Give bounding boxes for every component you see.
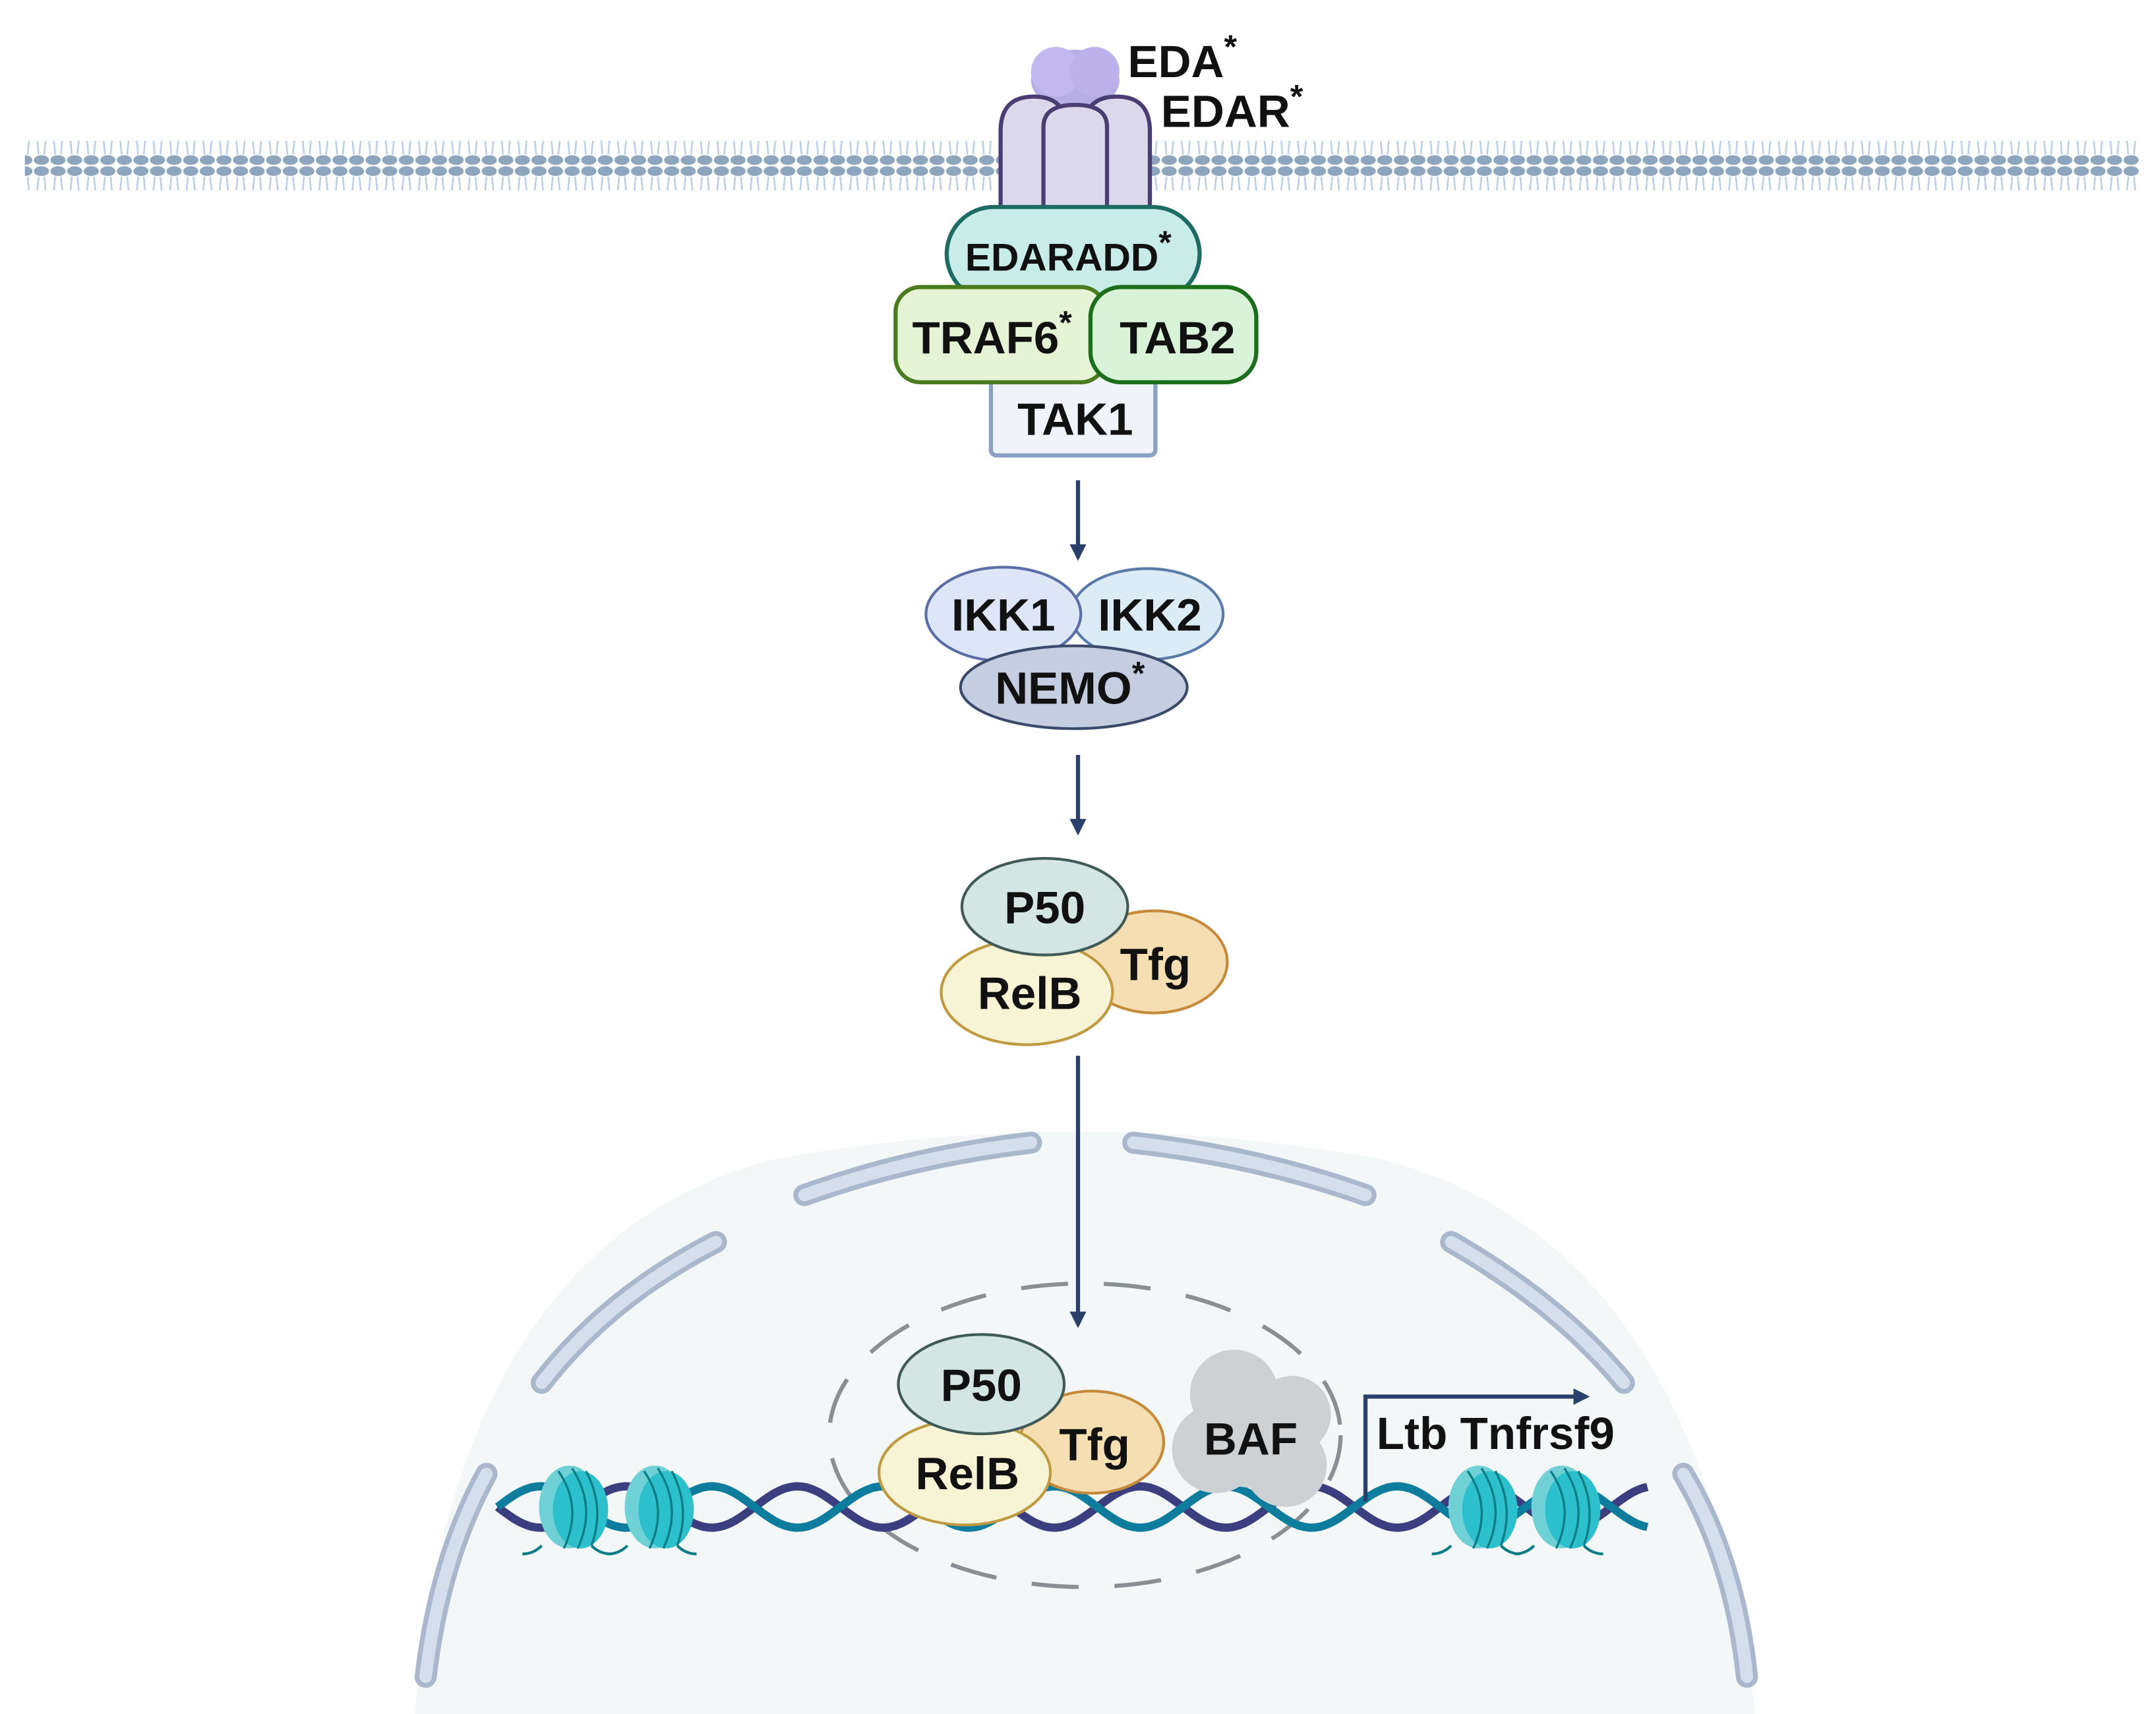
ikk2-label: IKK2	[1098, 589, 1202, 641]
tab2-label: TAB2	[1120, 312, 1235, 363]
p50-label: P50	[941, 1359, 1022, 1411]
edar-label: EDAR*	[1161, 77, 1303, 136]
nemo-label: NEMO*	[995, 654, 1145, 713]
baf-complex	[1172, 1349, 1331, 1507]
cytoplasmic-nfkb-complex: P50 RelB Tfg	[940, 857, 1229, 1046]
nuclear-nfkb-complex: P50 RelB Tfg	[878, 1333, 1166, 1527]
traf6-label: TRAF6*	[912, 304, 1072, 363]
transcription-start-arrow	[1363, 1388, 1590, 1502]
edar-receptor	[998, 94, 1153, 208]
tab2-protein	[1088, 285, 1259, 385]
nuclear-envelope	[414, 1131, 1758, 1688]
baf-label: BAF	[1204, 1413, 1298, 1464]
relb-label: RelB	[978, 967, 1082, 1019]
edaradd-label: EDARADD*	[965, 223, 1172, 279]
nemo-protein	[959, 644, 1189, 730]
tak1-label: TAK1	[1017, 393, 1133, 444]
target-genes-label: Ltb Tnfrsf9	[1377, 1407, 1615, 1459]
p50-protein	[960, 857, 1129, 957]
relb-label: RelB	[916, 1448, 1020, 1499]
tfg-label: Tfg	[1120, 938, 1191, 990]
ikk1-label: IKK1	[951, 589, 1056, 641]
p50-label: P50	[1004, 882, 1085, 933]
p50-protein	[897, 1333, 1066, 1436]
chromatin-region-outline	[827, 1281, 1343, 1589]
eda-label: EDA*	[1127, 28, 1237, 87]
tfg-label: Tfg	[1059, 1419, 1130, 1470]
eda-ligand	[1031, 47, 1120, 111]
